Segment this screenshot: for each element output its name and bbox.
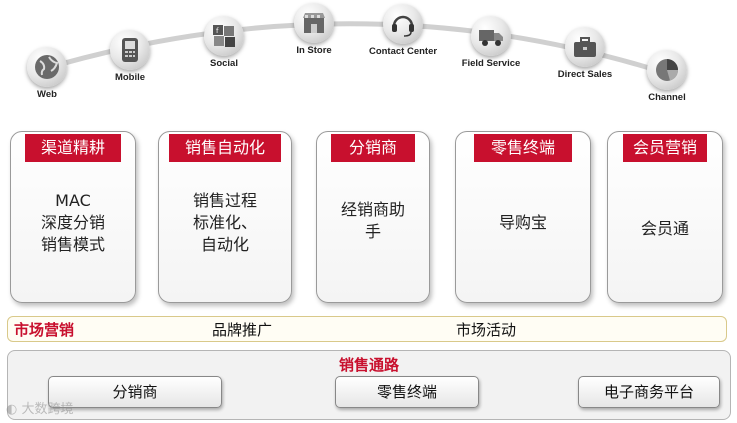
watermark: ◐ 大数跨境 [6,398,74,417]
sales-channel-item: 零售终端 [335,376,479,408]
card-channel-cultivation: 渠道精耕 MAC 深度分销 销售模式 [10,131,136,303]
channel-direct-sales: Direct Sales [540,27,630,80]
channel-channel: Channel [622,50,712,103]
marketing-bar: 市场营销 品牌推广 市场活动 [7,316,727,342]
headset-icon [383,4,423,44]
card-header: 会员营销 [623,134,707,162]
marketing-title: 市场营销 [14,321,75,339]
card-retail-terminal: 零售终端 导购宝 [455,131,591,303]
card-body: 会员通 [640,219,689,238]
channel-label: Social [210,58,238,69]
truck-icon [471,16,511,56]
card-header: 渠道精耕 [25,134,121,162]
channel-label: Field Service [461,58,521,69]
card-distributor: 分销商 经销商助 手 [316,131,430,303]
briefcase-icon [565,27,605,67]
card-member-marketing: 会员营销 会员通 [607,131,723,303]
card-body: 销售过程 标准化、 自动化 [192,191,257,254]
card-header: 零售终端 [474,134,572,162]
channel-label: Mobile [114,72,146,83]
marketing-item: 市场活动 [456,321,517,339]
channel-mobile: Mobile [85,30,175,83]
card-header: 销售自动化 [169,134,281,162]
sales-channel-panel: 销售通路 分销商 零售终端 电子商务平台 [7,350,731,420]
store-icon [294,3,334,43]
card-body: 经销商助 手 [340,199,405,241]
card-body: MAC 深度分销 销售模式 [40,191,105,254]
card-sales-automation: 销售自动化 销售过程 标准化、 自动化 [158,131,292,303]
card-body: 导购宝 [498,213,547,232]
channel-contact-center: Contact Center [358,4,448,57]
pie-icon [647,50,687,90]
watermark-text: 大数跨境 [21,402,74,417]
channel-in-store: In Store [269,3,359,56]
channel-social: f Social [179,16,269,69]
channel-field-service: Field Service [446,16,536,69]
channel-label: Contact Center [368,46,438,57]
sales-channel-item: 分销商 [48,376,222,408]
channel-label: Web [37,89,57,100]
social-icon: f [204,16,244,56]
watermark-logo-icon: ◐ [6,402,22,417]
channel-label: Direct Sales [557,69,613,80]
marketing-item: 品牌推广 [212,321,273,339]
card-header: 分销商 [331,134,415,162]
channel-web: Web [2,47,92,100]
channel-label: Channel [648,92,686,103]
sales-channel-title: 销售通路 [338,356,399,374]
channel-label: In Store [296,45,332,56]
sales-channel-item: 电子商务平台 [578,376,720,408]
svg-text:f: f [216,27,219,35]
phone-icon [110,30,150,70]
globe-icon [27,47,67,87]
